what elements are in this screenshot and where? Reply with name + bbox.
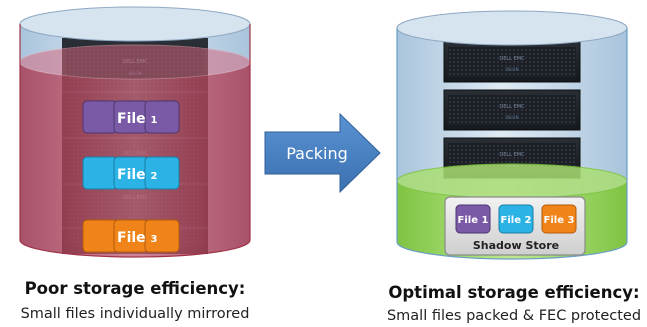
left-file-1-block-a bbox=[82, 100, 118, 134]
left-file-3-label: File 3 bbox=[117, 230, 158, 246]
right-device-stack: DELL EMC ISILON DELL EMC ISILON DELL EMC… bbox=[443, 41, 581, 179]
shadow-store: File 1 File 2 File 3 Shadow Store bbox=[444, 196, 586, 256]
left-file-3-block-c bbox=[144, 219, 180, 253]
right-caption-subtitle: Small files packed & FEC protected bbox=[387, 308, 641, 324]
right-file-1 bbox=[455, 204, 491, 234]
left-cylinder: DELL EMC ISILON DELL EMC DELL EMC DELL E… bbox=[19, 6, 251, 258]
right-device-2-mesh bbox=[448, 95, 576, 125]
right-device-2-model: ISILON bbox=[505, 115, 518, 120]
right-cylinder-top bbox=[396, 10, 628, 46]
left-file-2-block-c bbox=[144, 156, 180, 190]
left-file-2-block-a bbox=[82, 156, 118, 190]
shadow-store-label: Shadow Store bbox=[473, 239, 559, 252]
left-caption-subtitle: Small files individually mirrored bbox=[21, 306, 250, 322]
packing-arrow: Packing bbox=[264, 112, 381, 194]
right-device-1-brand: DELL EMC bbox=[499, 56, 525, 62]
left-red-fill-top bbox=[19, 44, 251, 80]
packing-arrow-shape bbox=[264, 112, 381, 194]
right-device-1-mesh bbox=[448, 47, 576, 77]
left-file-2: File 2 bbox=[82, 156, 180, 190]
right-file-3-label: File 3 bbox=[544, 215, 575, 226]
right-file-3 bbox=[541, 204, 577, 234]
left-file-2-label: File 2 bbox=[117, 167, 158, 183]
left-file-3-block-a bbox=[82, 219, 118, 253]
right-file-1-label: File 1 bbox=[458, 215, 489, 226]
right-device-2-brand: DELL EMC bbox=[499, 104, 525, 110]
right-file-2-label: File 2 bbox=[501, 215, 532, 226]
left-cylinder-outline bbox=[19, 24, 251, 258]
left-file-1-block-c bbox=[144, 100, 180, 134]
left-cylinder-top bbox=[19, 6, 251, 42]
right-device-3-brand: DELL EMC bbox=[499, 152, 525, 158]
right-device-1-model: ISILON bbox=[505, 67, 518, 72]
left-file-3: File 3 bbox=[82, 219, 180, 253]
right-file-2 bbox=[498, 204, 534, 234]
right-cylinder-outline bbox=[396, 28, 628, 260]
right-cylinder: DELL EMC ISILON DELL EMC ISILON DELL EMC… bbox=[396, 10, 628, 260]
packing-arrow-label: Packing bbox=[286, 144, 348, 163]
left-file-1-label: File 1 bbox=[117, 111, 158, 127]
left-caption-title: Poor storage efficiency: bbox=[25, 279, 246, 298]
left-file-1: File 1 bbox=[82, 100, 180, 134]
right-caption-title: Optimal storage efficiency: bbox=[388, 283, 639, 302]
right-green-fill-top bbox=[396, 163, 628, 199]
